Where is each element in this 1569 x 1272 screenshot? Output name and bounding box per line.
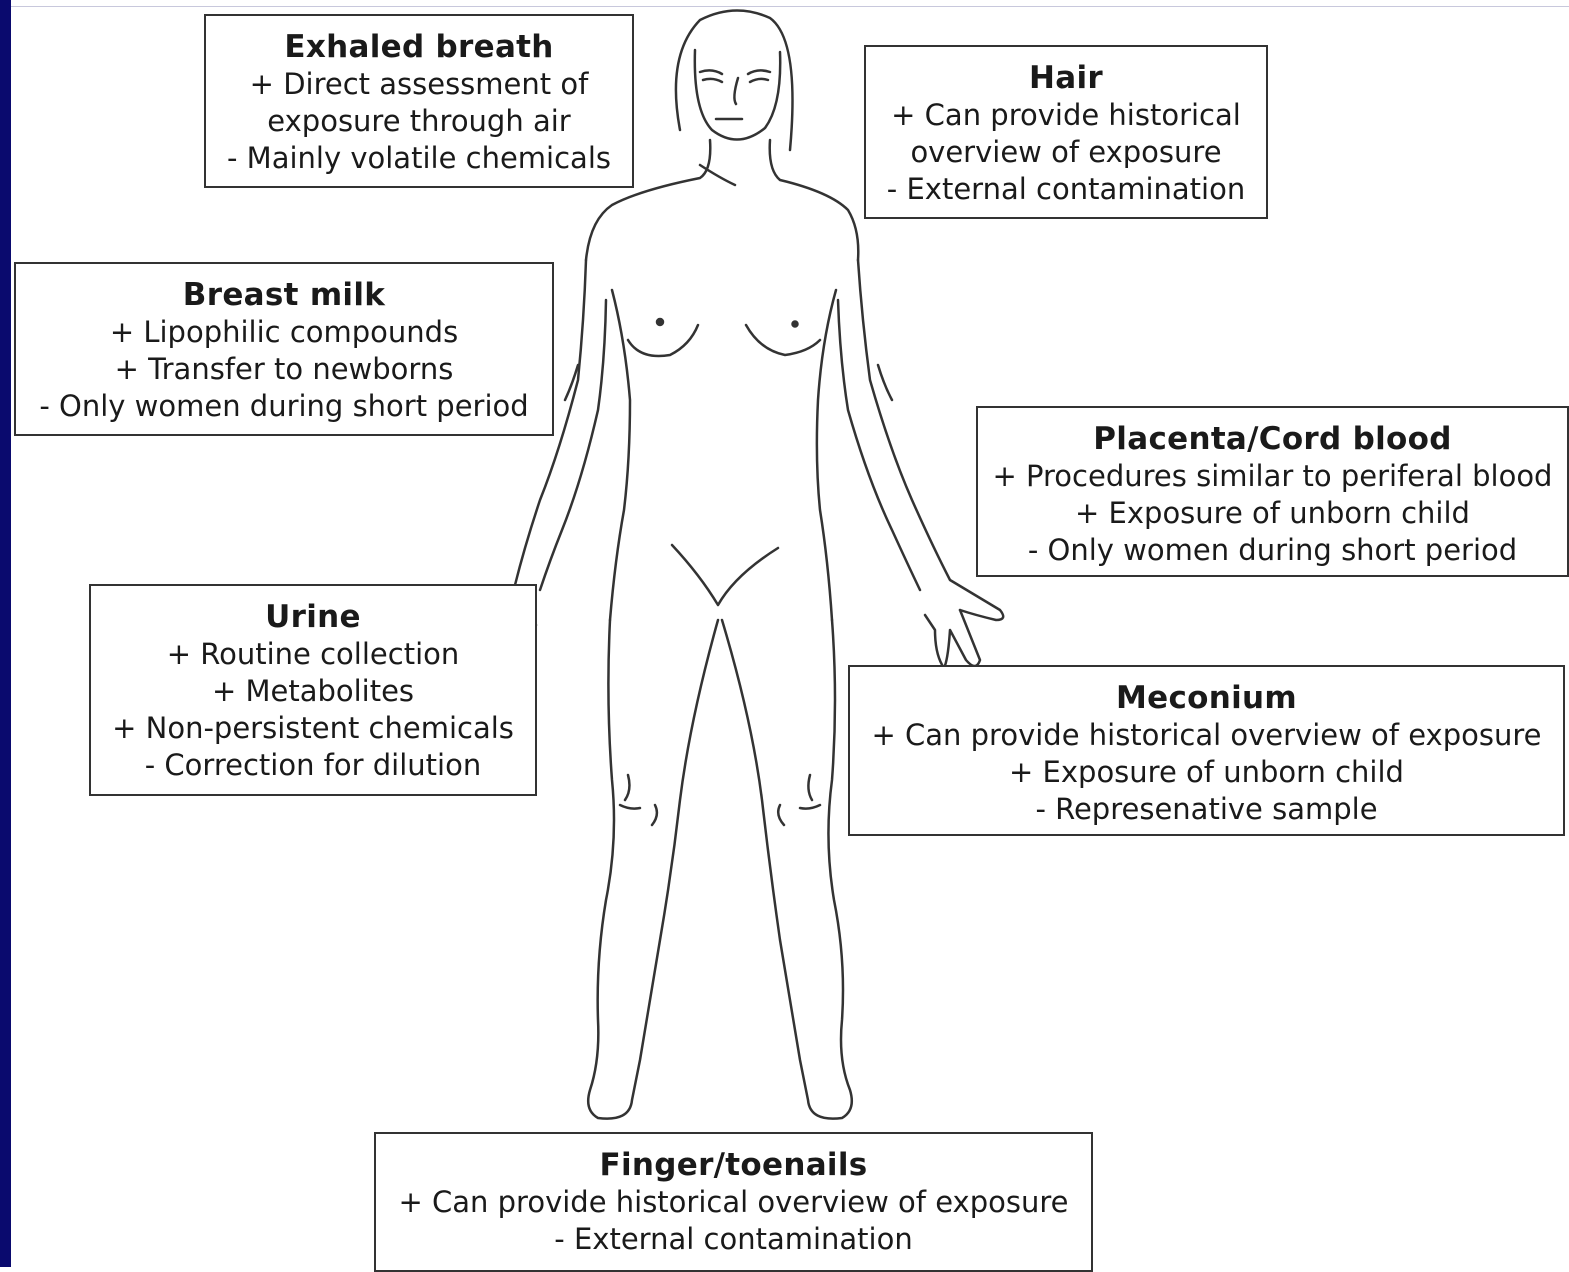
box-line: - Only women during short period [978, 532, 1567, 569]
box-line: - Mainly volatile chemicals [206, 140, 632, 177]
box-line: - Correction for dilution [91, 747, 535, 784]
box-line: + Procedures similar to periferal blood [978, 458, 1567, 495]
box-line: + Exposure of unborn child [850, 754, 1563, 791]
box-line: + Non-persistent chemicals [91, 710, 535, 747]
box-line: + Can provide historical [866, 97, 1266, 134]
box-title: Placenta/Cord blood [978, 420, 1567, 458]
box-line: + Direct assessment of [206, 66, 632, 103]
box-line: + Routine collection [91, 636, 535, 673]
box-line: overview of exposure [866, 134, 1266, 171]
box-title: Exhaled breath [206, 28, 632, 66]
box-title: Urine [91, 598, 535, 636]
face-outline [695, 50, 780, 140]
eyes [703, 79, 768, 82]
box-line: - Only women during short period [16, 388, 552, 425]
nose [734, 78, 738, 104]
box-line: + Transfer to newborns [16, 351, 552, 388]
finger-toenails-box: Finger/toenails + Can provide historical… [374, 1132, 1093, 1272]
placenta-cord-blood-box: Placenta/Cord blood + Procedures similar… [976, 406, 1569, 577]
meconium-box: Meconium + Can provide historical overvi… [848, 665, 1565, 836]
box-title: Breast milk [16, 276, 552, 314]
box-line: - External contamination [376, 1221, 1091, 1258]
box-title: Meconium [850, 679, 1563, 717]
breast-milk-box: Breast milk + Lipophilic compounds + Tra… [14, 262, 554, 436]
box-line: + Exposure of unborn child [978, 495, 1567, 532]
box-title: Hair [866, 59, 1266, 97]
box-line: exposure through air [206, 103, 632, 140]
urine-box: Urine + Routine collection + Metabolites… [89, 584, 537, 796]
exhaled-breath-box: Exhaled breath + Direct assessment of ex… [204, 14, 634, 188]
hair-outline [676, 10, 793, 150]
box-line: + Can provide historical overview of exp… [376, 1184, 1091, 1221]
hair-box: Hair + Can provide historical overview o… [864, 45, 1268, 219]
box-line: - External contamination [866, 171, 1266, 208]
box-title: Finger/toenails [376, 1146, 1091, 1184]
box-line: + Lipophilic compounds [16, 314, 552, 351]
box-line: + Can provide historical overview of exp… [850, 717, 1563, 754]
box-line: - Represenative sample [850, 791, 1563, 828]
eyebrows [700, 70, 770, 74]
box-line: + Metabolites [91, 673, 535, 710]
